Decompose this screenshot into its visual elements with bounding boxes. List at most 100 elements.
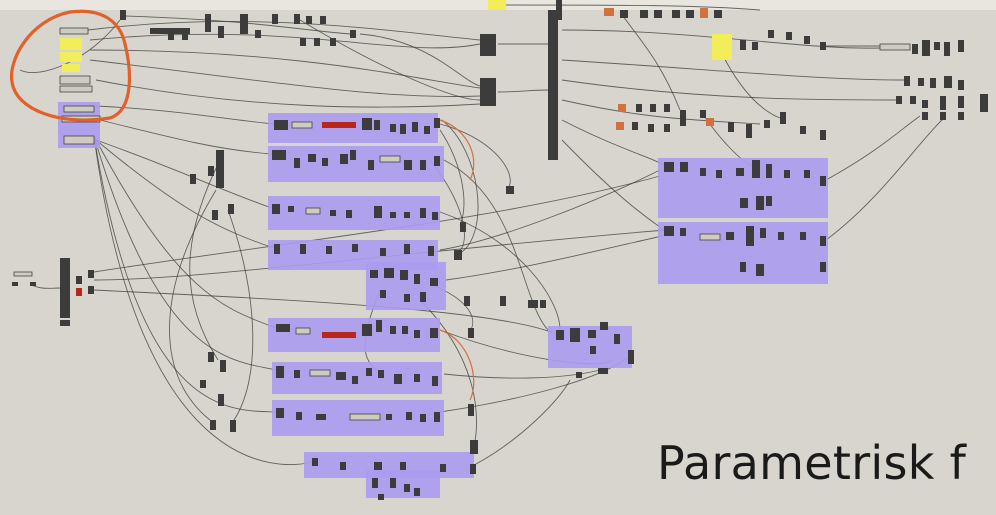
wire bbox=[439, 119, 475, 181]
graph-node bbox=[706, 118, 714, 126]
graph-node bbox=[712, 34, 732, 60]
graph-node bbox=[820, 236, 826, 246]
annotation-layer bbox=[9, 9, 132, 122]
graph-node bbox=[420, 292, 426, 302]
wire bbox=[169, 189, 217, 421]
graph-node bbox=[212, 210, 218, 220]
graph-node bbox=[912, 44, 918, 54]
graph-node bbox=[576, 372, 582, 378]
graph-node bbox=[556, 330, 564, 340]
graph-node bbox=[60, 258, 70, 318]
graph-node bbox=[295, 327, 311, 335]
graph-node bbox=[374, 120, 380, 130]
graph-node bbox=[406, 412, 412, 420]
graph-node bbox=[904, 76, 910, 86]
component-group bbox=[658, 222, 828, 284]
graph-node bbox=[88, 270, 94, 278]
graph-node bbox=[528, 300, 538, 308]
graph-node bbox=[804, 170, 810, 178]
graph-node bbox=[432, 376, 438, 386]
graph-node bbox=[434, 156, 440, 166]
graph-node bbox=[432, 212, 438, 220]
graph-node bbox=[604, 8, 614, 16]
graph-node bbox=[980, 94, 988, 112]
graph-node bbox=[402, 326, 408, 334]
graph-node bbox=[88, 286, 94, 294]
graph-node bbox=[190, 174, 196, 184]
highlight-circle bbox=[9, 9, 132, 122]
graph-node bbox=[700, 8, 708, 18]
graph-node bbox=[272, 150, 286, 160]
component-group bbox=[366, 470, 440, 498]
graph-node bbox=[368, 160, 374, 170]
graph-node bbox=[379, 155, 401, 163]
graph-node bbox=[322, 332, 356, 338]
graph-node bbox=[746, 226, 754, 246]
graph-node bbox=[752, 160, 760, 178]
graph-node bbox=[600, 322, 608, 330]
graph-node bbox=[440, 464, 446, 472]
graph-node bbox=[322, 122, 356, 128]
graph-node bbox=[756, 196, 764, 210]
wire bbox=[439, 211, 561, 331]
graph-node bbox=[958, 96, 964, 108]
graph-node bbox=[294, 14, 300, 24]
graph-node bbox=[934, 42, 940, 50]
graph-node bbox=[570, 328, 580, 342]
graph-node bbox=[428, 246, 434, 256]
graph-node bbox=[394, 374, 402, 384]
graph-node bbox=[120, 10, 126, 20]
graph-node bbox=[922, 112, 928, 120]
graph-node bbox=[699, 233, 721, 241]
graph-node bbox=[714, 10, 722, 18]
graph-node bbox=[632, 122, 638, 130]
graph-node bbox=[404, 212, 410, 218]
graph-node bbox=[370, 270, 378, 278]
graph-node bbox=[378, 494, 384, 500]
graph-node bbox=[420, 160, 426, 170]
graph-node bbox=[62, 64, 80, 72]
graph-node bbox=[756, 264, 764, 276]
graph-node bbox=[618, 104, 626, 112]
graph-node bbox=[786, 32, 792, 40]
graph-node bbox=[330, 38, 336, 46]
graph-node bbox=[784, 170, 790, 178]
graph-node bbox=[412, 122, 418, 132]
graph-node bbox=[752, 42, 758, 50]
wire bbox=[441, 119, 479, 253]
graph-node bbox=[300, 244, 306, 254]
graph-node bbox=[940, 112, 946, 120]
graph-node bbox=[59, 85, 93, 93]
graph-node bbox=[636, 104, 642, 112]
graph-node bbox=[60, 52, 82, 62]
graph-node bbox=[768, 30, 774, 38]
graph-node bbox=[384, 268, 394, 278]
graph-node bbox=[820, 42, 826, 50]
graph-node bbox=[205, 14, 211, 32]
graph-node bbox=[728, 122, 734, 132]
graph-node bbox=[764, 120, 770, 128]
graph-node bbox=[386, 414, 392, 420]
graph-node bbox=[59, 27, 89, 35]
graph-node bbox=[76, 276, 82, 284]
graph-node bbox=[352, 376, 358, 384]
graph-node bbox=[480, 34, 496, 56]
graph-node bbox=[380, 290, 386, 298]
graph-node bbox=[958, 112, 964, 120]
graph-node bbox=[316, 414, 326, 420]
graph-node bbox=[312, 458, 318, 466]
graph-node bbox=[350, 30, 356, 38]
graph-node bbox=[390, 326, 396, 334]
graph-node bbox=[378, 370, 384, 378]
graph-node bbox=[208, 352, 214, 362]
graph-node bbox=[400, 270, 408, 280]
wire bbox=[99, 119, 273, 155]
graph-node bbox=[349, 413, 381, 421]
graph-node bbox=[276, 324, 290, 332]
wire bbox=[89, 59, 481, 97]
graph-node bbox=[434, 412, 440, 422]
node-layer bbox=[12, 0, 988, 500]
graph-node bbox=[374, 206, 382, 218]
slide-caption: Parametrisk f bbox=[657, 436, 967, 490]
